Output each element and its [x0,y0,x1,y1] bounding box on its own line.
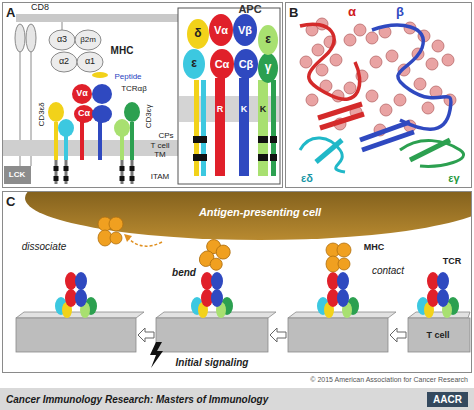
molecule-label: CD3εδ [38,102,47,126]
subunit-label: ε [191,57,197,70]
panel-c-art [16,192,471,368]
beta-ribbon [360,25,451,150]
mhc-molecule [49,22,103,72]
chain-label: β [396,5,404,19]
molecule-label: TCRαβ [121,85,147,94]
domain-label: β2m [80,36,96,45]
apc-membrane [16,14,180,22]
domain-label: α3 [57,35,67,45]
atom-spheres [300,18,456,136]
peptide [92,72,108,78]
region-label: T cell TM [145,142,175,160]
molecule-label: CD8 [31,3,49,13]
apc-surface [25,192,471,240]
subunit-label: γ [265,61,272,74]
step-label: Initial signaling [176,357,249,368]
cell-label: T cell [426,331,449,341]
mhc-figures [98,217,351,275]
panel-frame: B [285,2,472,188]
subunit-label: δ [194,27,201,40]
dissociate-arrow [124,234,162,246]
domain-label: Vα [214,24,228,36]
domain-label: Cβ [239,58,254,70]
epsilon-delta-ribbon [300,138,345,172]
molecule-label: LCK [9,171,25,180]
lck-box [4,166,31,184]
inset-tcr-complex [183,14,278,176]
residue-label: R [217,105,224,115]
domain-label: α2 [59,57,69,67]
cell-label: Antigen-presenting cell [199,206,321,218]
domain-label: Cα [215,58,230,70]
subunit-label: ε [265,33,271,46]
residue-label: K [241,105,248,115]
tcr-figures [55,272,459,318]
molecule-label: TCR [443,257,462,267]
chain-label: εγ [448,172,459,184]
molecule-label: MHC [111,45,134,56]
journal-title: Cancer Immunology Research: Masters of I… [6,394,268,405]
chain-label: α [348,5,356,19]
panel-letter: C [3,194,18,210]
step-label: bend [172,267,196,278]
journal-footer: Cancer Immunology Research: Masters of I… [0,388,474,410]
domain-label: Cα [78,109,90,119]
region-label: CPs [158,132,173,141]
step-arrows [138,328,406,342]
molecule-label: MHC [364,243,385,253]
motif-label: ITAM [151,173,170,182]
domain-label: Vα [76,89,88,99]
step-label: dissociate [22,241,66,252]
molecule-label: Peptide [114,73,141,82]
domain-label: Vβ [238,24,252,36]
molecule-label: CD3εγ [146,104,155,128]
publisher-logo: AACR [427,392,468,407]
region-label: APC [238,3,261,15]
chain-label: εδ [301,172,313,184]
copyright-note: © 2015 American Association for Cancer R… [310,376,468,384]
panel-letter: A [3,5,18,21]
panel-letter: B [286,5,301,21]
step-label: contact [372,265,404,276]
residue-label: K [260,105,267,115]
signal-bolt [150,342,163,368]
epsilon-gamma-ribbon [400,140,464,166]
inset-frame [178,8,280,184]
domain-label: α1 [85,57,95,67]
t-cell-blocks [16,312,470,352]
tcr-cd3-complex [48,84,140,184]
panel-frame: C [2,191,472,373]
alpha-ribbon [300,24,364,128]
